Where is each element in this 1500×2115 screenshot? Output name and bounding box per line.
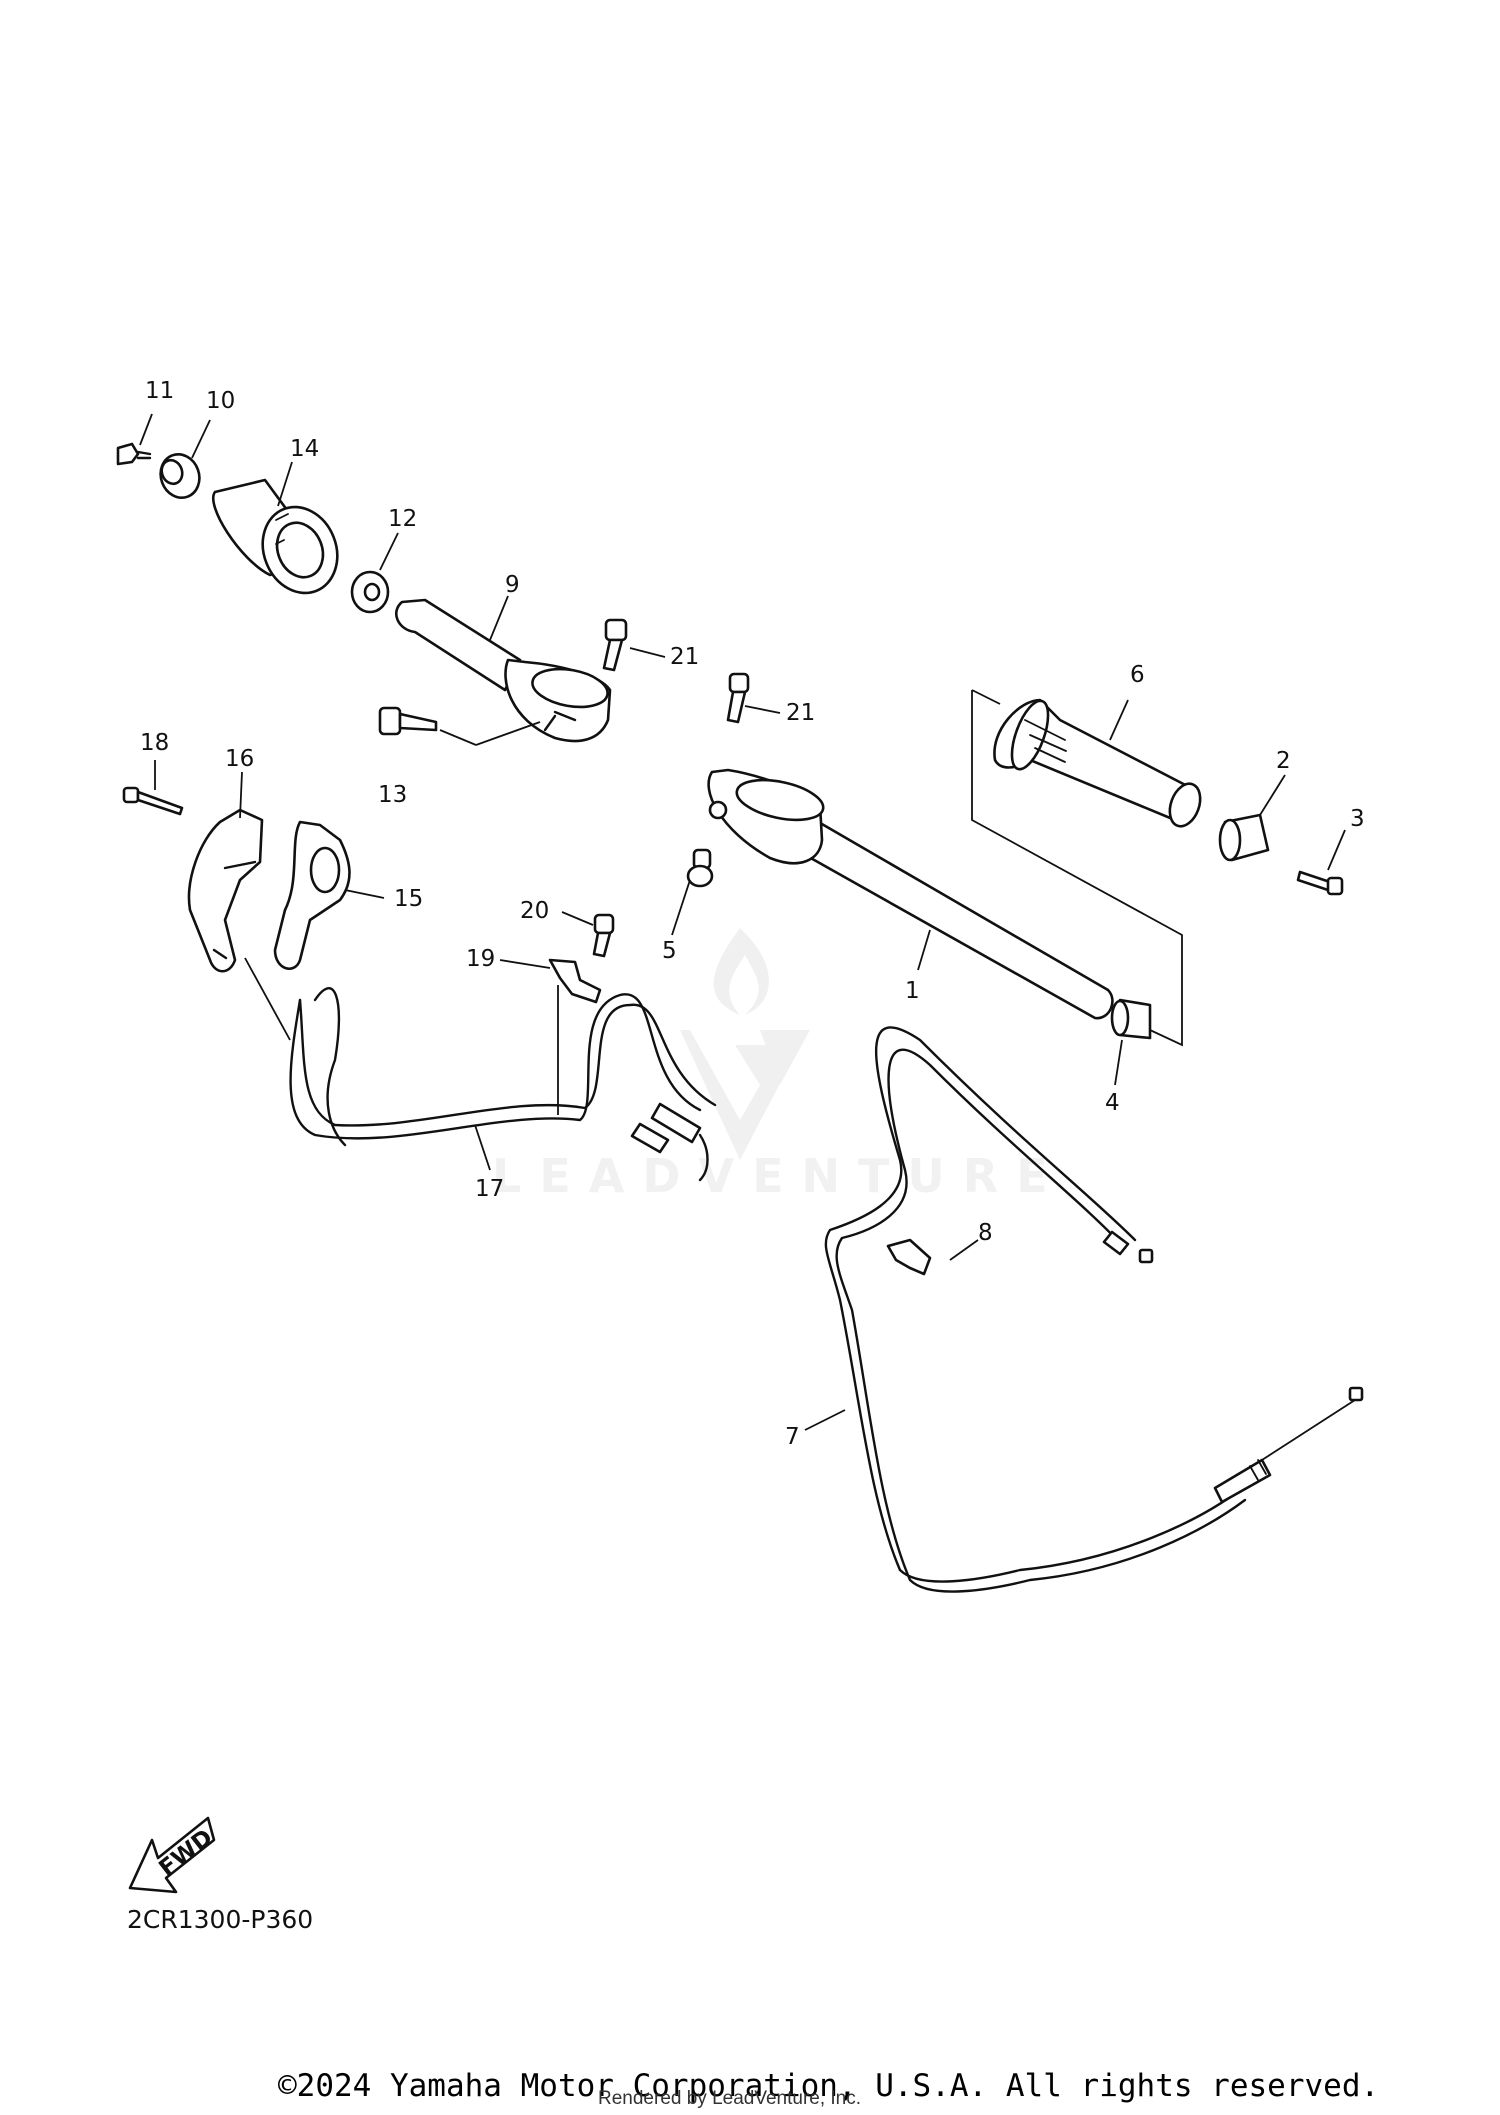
diagram-code: 2CR1300-P360 bbox=[127, 1905, 314, 1934]
part-13-bolt bbox=[378, 706, 438, 736]
fwd-badge-label: FWD bbox=[154, 1824, 217, 1882]
callout-15: 15 bbox=[394, 886, 423, 912]
part-12-collar bbox=[350, 570, 390, 614]
callout-2: 2 bbox=[1276, 748, 1291, 774]
part-21-bolt-left bbox=[602, 618, 628, 672]
callout-5: 5 bbox=[662, 938, 677, 964]
callout-3: 3 bbox=[1350, 806, 1365, 832]
callout-14: 14 bbox=[290, 436, 319, 462]
part-5-screw bbox=[686, 848, 714, 888]
callout-6: 6 bbox=[1130, 662, 1145, 688]
callout-12: 12 bbox=[388, 506, 417, 532]
part-1-right-handlebar bbox=[707, 768, 1114, 1020]
callout-17: 17 bbox=[475, 1176, 504, 1202]
part-6-right-grip bbox=[971, 689, 1202, 1047]
callout-16: 16 bbox=[225, 746, 254, 772]
callout-10: 10 bbox=[206, 388, 235, 414]
copyright-notice: ©2024 Yamaha Motor Corporation, U.S.A. A… bbox=[278, 2068, 1380, 2104]
callout-13: 13 bbox=[378, 782, 407, 808]
part-3-screw bbox=[1296, 870, 1344, 896]
part-17-throttle-cables bbox=[289, 987, 717, 1182]
part-4-collar bbox=[1110, 998, 1152, 1040]
fwd-arrow-icon: FWD bbox=[128, 1816, 218, 1894]
part-7-clutch-cable bbox=[824, 1026, 1364, 1593]
callout-4: 4 bbox=[1105, 1090, 1120, 1116]
part-2-bar-end bbox=[1218, 813, 1270, 862]
callout-21-left: 21 bbox=[670, 644, 699, 670]
watermark-logo bbox=[680, 928, 810, 1160]
callout-9: 9 bbox=[505, 572, 520, 598]
callout-7: 7 bbox=[785, 1424, 800, 1450]
part-15-switch-housing bbox=[273, 820, 351, 970]
callout-8: 8 bbox=[978, 1220, 993, 1246]
part-11-screw bbox=[116, 442, 152, 466]
callout-20: 20 bbox=[520, 898, 549, 924]
part-9-left-handlebar bbox=[395, 598, 612, 743]
callout-21-right: 21 bbox=[786, 700, 815, 726]
rendered-by-notice: Rendered by LeadVenture, Inc. bbox=[598, 2088, 862, 2109]
part-19-clamp bbox=[548, 958, 602, 1004]
part-16-switch-housing bbox=[187, 808, 264, 973]
callout-19: 19 bbox=[466, 946, 495, 972]
part-8-clip bbox=[886, 1238, 932, 1276]
watermark-text: LEADVENTURE bbox=[492, 1149, 1066, 1203]
part-20-screw bbox=[592, 913, 615, 958]
part-10-bar-end bbox=[159, 453, 201, 499]
part-18-screw bbox=[122, 786, 184, 816]
callout-labels: 11 10 14 12 9 21 21 13 18 16 15 20 19 5 … bbox=[140, 378, 1365, 1450]
part-14-throttle-grip bbox=[212, 478, 339, 595]
part-21-bolt-right bbox=[726, 672, 750, 724]
callout-11: 11 bbox=[145, 378, 174, 404]
callout-18: 18 bbox=[140, 730, 169, 756]
leader-lines bbox=[139, 413, 1346, 1431]
callout-1: 1 bbox=[905, 978, 920, 1004]
